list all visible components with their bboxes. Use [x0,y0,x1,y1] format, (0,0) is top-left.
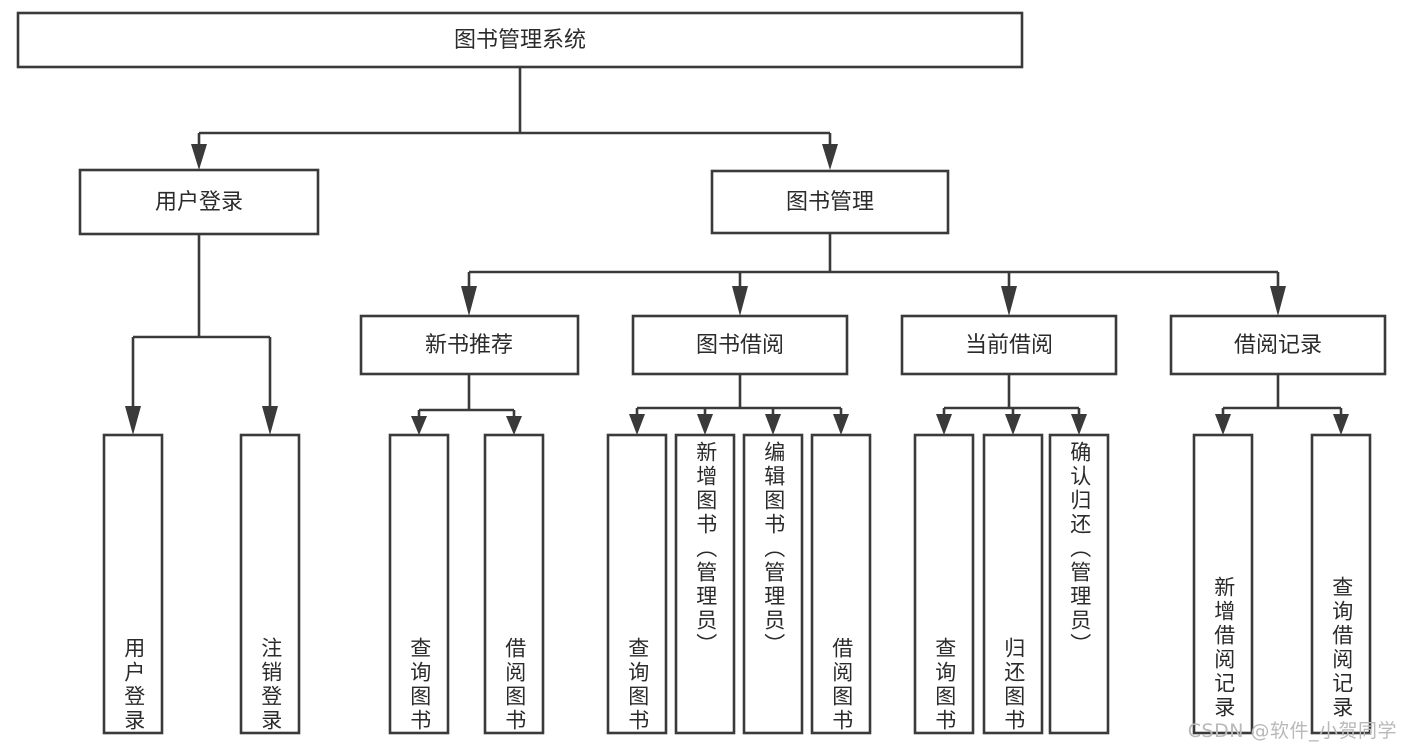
arrow-head-leaf-edit-book [765,414,781,435]
node-borrow-record-box[interactable] [1169,314,1387,376]
leaf-box-borrow-book-rec[interactable] [483,433,545,735]
node-book-manage-label: 图书管理 [786,190,874,215]
node-book-borrow[interactable]: 图书借阅 [631,314,849,376]
arrow-head-book-borrow [732,286,748,316]
node-book-manage[interactable]: 图书管理 [710,169,950,235]
arrow-head-leaf-query-book-rec [411,416,427,435]
arrow-head-current-borrow [1001,286,1017,316]
leaf-box-query-current[interactable] [913,433,975,735]
node-root-box[interactable] [16,11,1024,69]
arrow-head-leaf-query-current [936,414,952,435]
connector-group-borrow-record [1215,374,1349,435]
arrow-head-leaf-user-login [125,406,141,435]
leaf-box-add-record[interactable] [1192,433,1254,735]
leaf-box-query-book[interactable] [606,433,668,735]
connector-group-book-borrow [629,374,849,435]
csdn-watermark: CSDN @软件_小贺同学 [1187,720,1397,742]
node-book-borrow-label: 图书借阅 [696,333,784,358]
connector-group-root [191,67,838,170]
leaf-box-confirm-return[interactable] [1048,433,1110,735]
node-root[interactable]: 图书管理系统 [16,11,1024,69]
node-user-login-box[interactable] [78,168,320,236]
arrow-head-borrow-record [1270,286,1286,316]
arrow-head-leaf-confirm-return [1071,414,1087,435]
leaf-box-edit-book[interactable] [742,433,804,735]
leaf-box-logout[interactable] [239,433,301,735]
node-new-book-rec-label: 新书推荐 [425,333,513,358]
leaf-box-group [102,433,1372,735]
leaf-box-query-record[interactable] [1310,433,1372,735]
arrow-head-book-manage [822,144,838,170]
arrow-head-leaf-return-book [1005,414,1021,435]
node-root-label: 图书管理系统 [454,28,586,53]
connector-group-book-manage [461,233,1286,316]
arrow-head-user-login [191,144,207,170]
arrow-head-leaf-query-record [1333,414,1349,435]
connector-group-new-book-rec [411,374,522,435]
node-book-manage-box[interactable] [710,169,950,235]
arrow-head-leaf-borrow-book [833,414,849,435]
node-book-borrow-box[interactable] [631,314,849,376]
arrow-head-leaf-logout [262,406,278,435]
leaf-box-add-book[interactable] [674,433,736,735]
arrow-head-new-book-rec [461,286,477,316]
leaf-box-borrow-book[interactable] [810,433,872,735]
connector-group-current-borrow [936,374,1087,435]
node-user-login-label: 用户登录 [155,190,243,215]
arrow-head-leaf-add-book [697,414,713,435]
arrow-head-leaf-add-record [1215,414,1231,435]
arrow-head-leaf-borrow-book-rec [506,416,522,435]
node-borrow-record[interactable]: 借阅记录 [1169,314,1387,376]
node-current-borrow-box[interactable] [900,314,1118,376]
node-borrow-record-label: 借阅记录 [1234,333,1322,358]
connector-group-user-login [125,234,278,435]
node-current-borrow[interactable]: 当前借阅 [900,314,1118,376]
leaf-box-user-login[interactable] [102,433,164,735]
leaf-box-return-book[interactable] [982,433,1044,735]
node-new-book-rec-box[interactable] [359,314,580,376]
node-user-login[interactable]: 用户登录 [78,168,320,236]
node-current-borrow-label: 当前借阅 [965,333,1053,358]
arrow-head-leaf-query-book [629,414,645,435]
node-new-book-rec[interactable]: 新书推荐 [359,314,580,376]
leaf-box-query-book-rec[interactable] [388,433,450,735]
